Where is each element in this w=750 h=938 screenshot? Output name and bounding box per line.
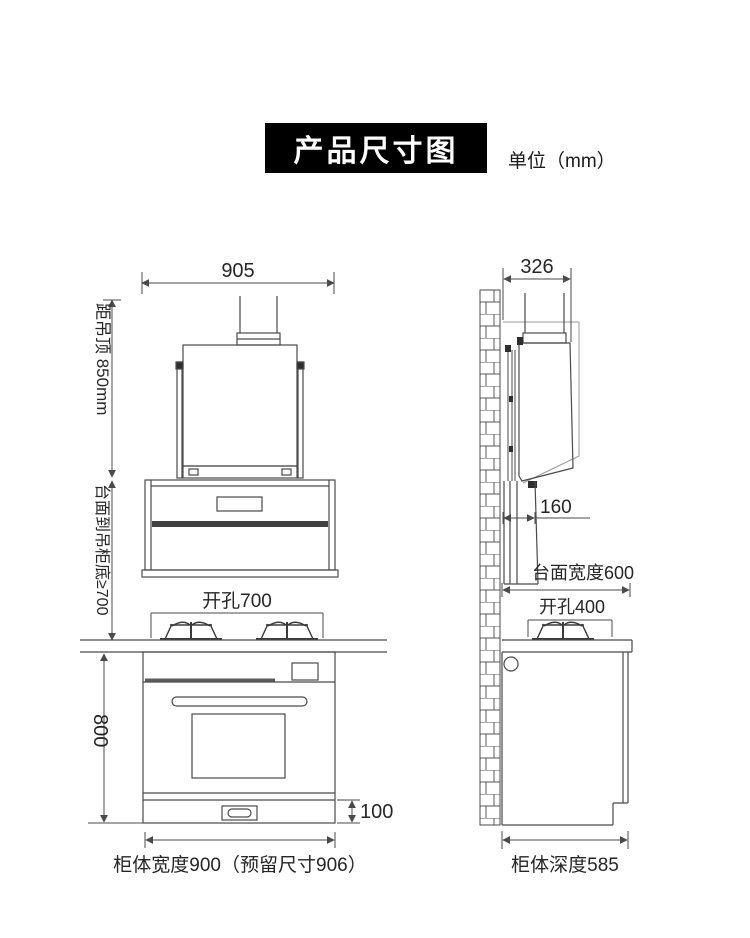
oven-window [191, 713, 286, 779]
label-body-height: 800 [89, 714, 111, 747]
dim-cutout-width [150, 612, 324, 638]
label-hood-lower-depth: 160 [540, 497, 572, 518]
front-hood-body [141, 479, 339, 578]
side-hood-lower [503, 480, 539, 585]
dim-toekick [337, 799, 360, 824]
side-cabinet [501, 652, 629, 826]
label-ceiling-distance: 距吊顶 850mm [93, 303, 112, 415]
dim-cutout-depth [527, 619, 613, 637]
side-hood-body [505, 337, 574, 488]
dim-hood-width [141, 272, 335, 294]
label-counter-depth: 台面宽度600 [532, 563, 634, 583]
install-outline [503, 321, 580, 484]
oven-display [291, 662, 319, 681]
dim-cabinet-depth [501, 831, 629, 849]
label-cutout-depth: 开孔400 [539, 597, 605, 617]
dim-ceiling-distance [103, 299, 121, 478]
front-countertop [80, 639, 387, 653]
drawer-handle [227, 808, 252, 818]
front-burners [159, 621, 319, 640]
dim-body-height [88, 653, 143, 824]
dim-hood-depth [502, 268, 572, 342]
label-toekick-height: 100 [360, 801, 393, 823]
unit-label: 单位（mm） [508, 151, 616, 172]
side-view [479, 268, 633, 849]
dim-cabinet-width [144, 832, 336, 848]
label-hood-depth: 326 [520, 256, 553, 278]
label-counter-to-hood: 台面到吊柜底≥700 [93, 484, 111, 616]
gas-inlet [503, 656, 519, 672]
dimension-labels: 905 距吊顶 850mm 台面到吊柜底≥700 开孔700 800 100 柜… [89, 256, 634, 876]
label-cutout-width: 开孔700 [202, 590, 272, 612]
oven-handle [171, 696, 308, 707]
front-oven [142, 651, 336, 824]
dim-hood-lower-depth [502, 512, 590, 524]
label-cabinet-depth: 柜体深度585 [511, 854, 619, 876]
title-box: 产品尺寸图 [265, 123, 487, 173]
page-title: 产品尺寸图 [293, 135, 459, 168]
dim-counter-depth [501, 583, 631, 597]
hood-display-panel [216, 496, 263, 512]
label-hood-width: 905 [221, 260, 254, 282]
front-chimney-cover [175, 344, 305, 479]
label-cabinet-width: 柜体宽度900（预留尺寸906） [113, 854, 366, 876]
wall [479, 289, 501, 826]
side-burner [531, 621, 595, 640]
front-duct [236, 296, 281, 346]
side-countertop [502, 639, 633, 653]
front-view [80, 272, 387, 848]
side-duct [522, 293, 567, 344]
drawer-handle-plate [221, 805, 258, 821]
